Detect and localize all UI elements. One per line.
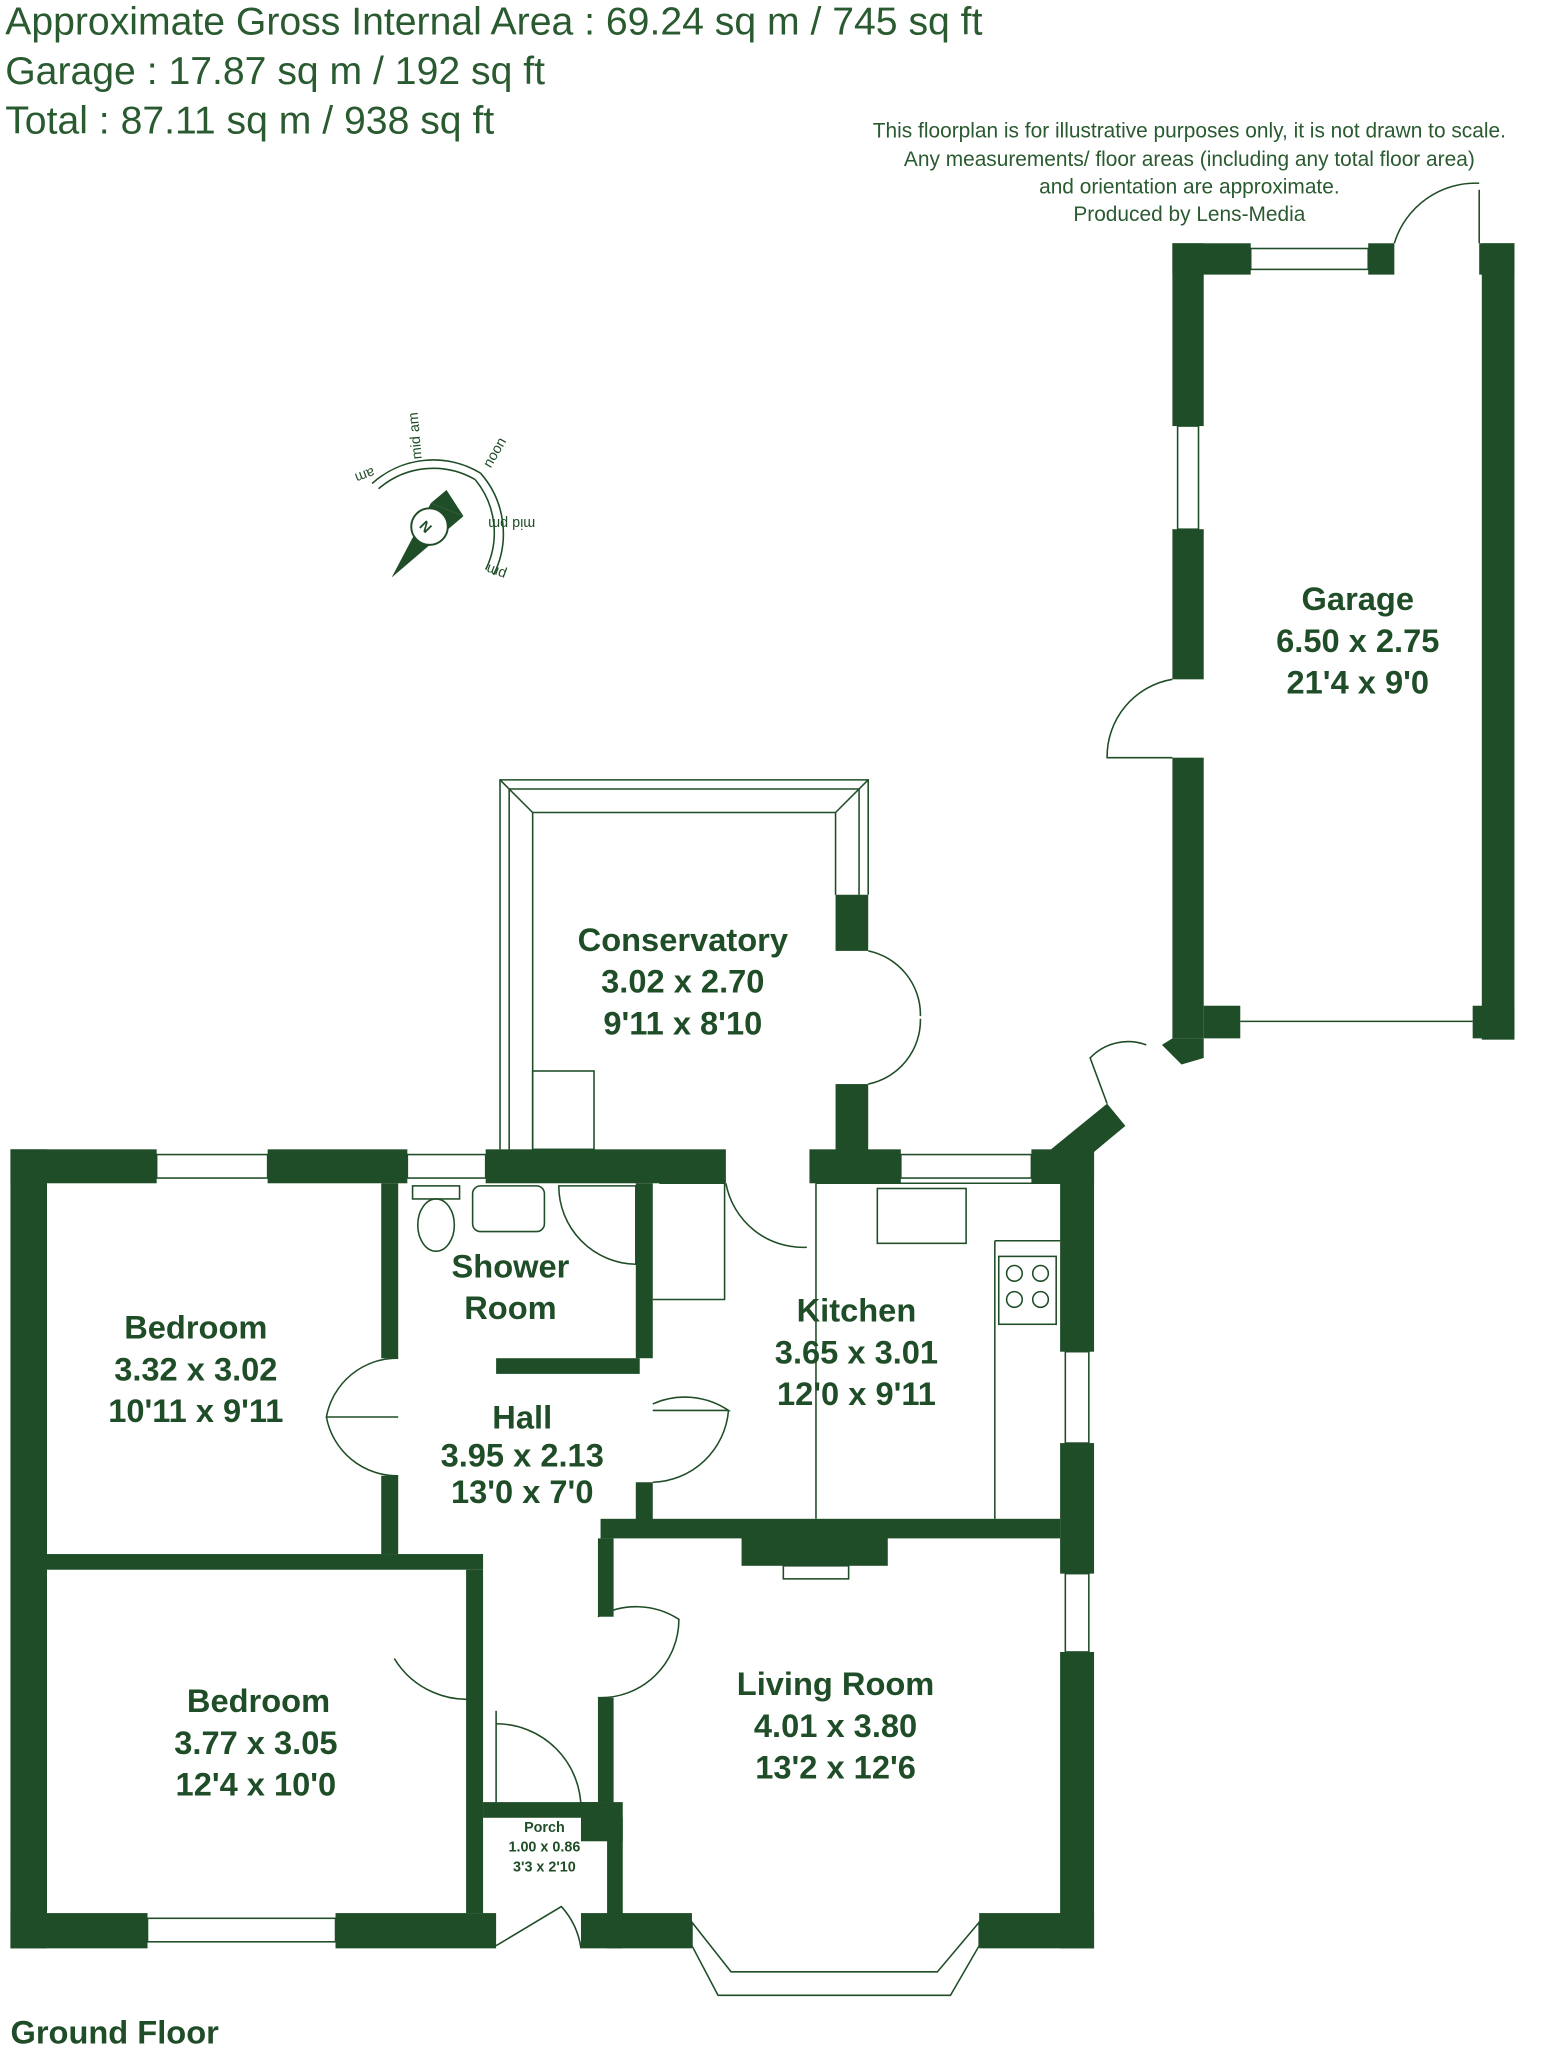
garage-label: Garage 6.50 x 2.75 21'4 x 9'0 [1276, 580, 1439, 701]
conservatory-label: Conservatory 3.02 x 2.70 9'11 x 8'10 [578, 921, 788, 1042]
compass-label: mid am [406, 412, 426, 460]
room-imperial: 3'3 x 2'10 [513, 1859, 576, 1875]
room-name: Bedroom [124, 1309, 267, 1346]
room-metric: 3.32 x 3.02 [114, 1350, 277, 1387]
gross-area-text: Approximate Gross Internal Area : 69.24 … [5, 0, 982, 43]
room-imperial: 10'11 x 9'11 [108, 1392, 283, 1429]
compass-label: pm [484, 560, 508, 582]
compass-label: mid pm [488, 515, 535, 531]
shower-icon [557, 1185, 637, 1266]
room-imperial: 13'2 x 12'6 [755, 1749, 916, 1786]
room-name: Bedroom [187, 1682, 330, 1719]
house-walls [10, 1103, 1126, 1997]
room-name: Kitchen [797, 1292, 917, 1329]
room-labels: Shower Room Kitchen 3.65 x 3.01 12'0 x 9… [108, 1247, 938, 1875]
room-name: Porch [524, 1820, 565, 1836]
room-imperial: 12'4 x 10'0 [176, 1766, 337, 1803]
room-imperial: 13'0 x 7'0 [451, 1473, 594, 1510]
total-area-text: Total : 87.11 sq m / 938 sq ft [5, 100, 494, 143]
room-metric: 4.01 x 3.80 [754, 1707, 917, 1744]
toilet-cistern-icon [411, 1185, 461, 1200]
room-name: Conservatory [578, 921, 788, 958]
room-metric: 3.95 x 2.13 [441, 1437, 604, 1474]
room-name: Living Room [737, 1665, 935, 1702]
room-metric: 3.65 x 3.01 [775, 1333, 938, 1370]
disclaimer-line: Any measurements/ floor areas (including… [904, 148, 1475, 171]
garage-area-text: Garage : 17.87 sq m / 192 sq ft [5, 50, 545, 93]
disclaimer-line: and orientation are approximate. [1039, 176, 1340, 199]
disclaimer: This floorplan is for illustrative purpo… [873, 120, 1506, 227]
compass-icon: N am mid am noon mid pm pm [353, 412, 536, 583]
room-name: Shower [452, 1247, 570, 1284]
garage-walls [1106, 182, 1515, 1065]
room-metric: 3.02 x 2.70 [601, 963, 764, 1000]
room-metric: 6.50 x 2.75 [1276, 622, 1439, 659]
fixtures [411, 1185, 1057, 1326]
room-metric: 1.00 x 0.86 [508, 1840, 580, 1856]
toilet-icon [416, 1198, 456, 1252]
conservatory-walls [499, 779, 1147, 1152]
disclaimer-line: This floorplan is for illustrative purpo… [873, 120, 1506, 143]
room-name: Room [464, 1289, 556, 1326]
room-metric: 3.77 x 3.05 [174, 1724, 337, 1761]
room-imperial: 21'4 x 9'0 [1287, 664, 1430, 701]
hob-icon [997, 1255, 1057, 1326]
sink-icon [471, 1185, 546, 1233]
room-name: Hall [492, 1399, 552, 1436]
room-imperial: 12'0 x 9'11 [777, 1375, 936, 1412]
disclaimer-line: Produced by Lens-Media [1073, 203, 1305, 226]
room-name: Garage [1302, 580, 1414, 617]
compass-label: noon [480, 435, 510, 471]
compass-label: am [353, 464, 377, 486]
floor-label: Ground Floor [10, 2014, 219, 2048]
kitchen-sink-icon [876, 1187, 967, 1245]
room-imperial: 9'11 x 8'10 [603, 1004, 762, 1041]
